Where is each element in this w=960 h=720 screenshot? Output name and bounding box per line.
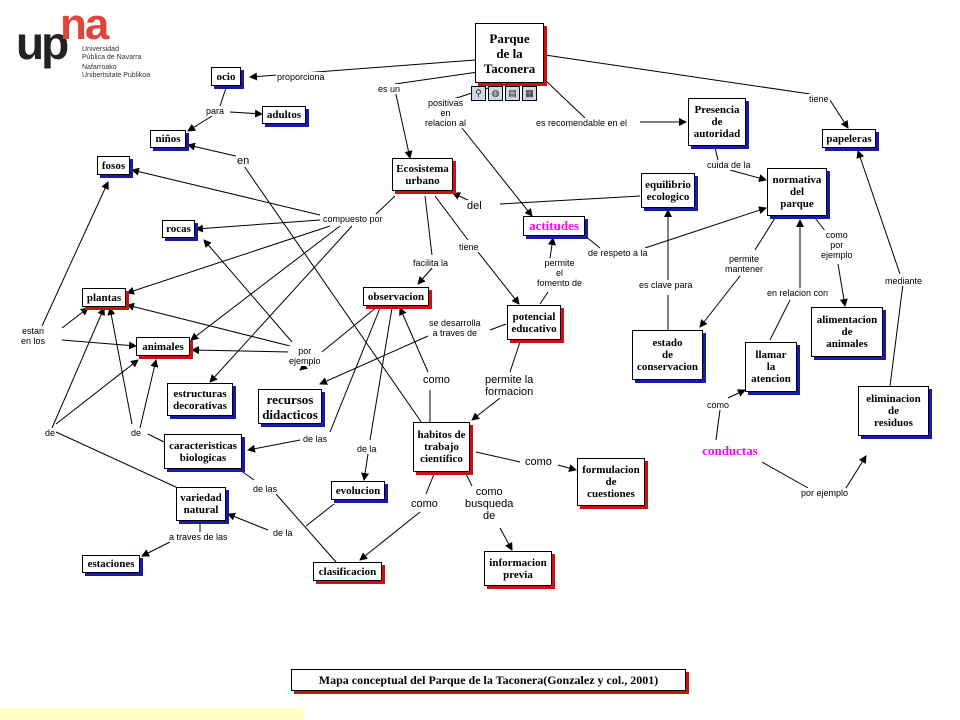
link-para: para: [205, 106, 226, 116]
link-proporciona: proporciona: [276, 72, 326, 82]
node-rocas[interactable]: rocas: [162, 220, 195, 238]
node-evolucion[interactable]: evolucion: [331, 481, 385, 500]
link-por-ejemplo-right: por ejemplo: [800, 488, 850, 498]
node-caracteristicas[interactable]: caracteristicas biologicas: [164, 434, 242, 469]
node-ninos[interactable]: niños: [150, 130, 186, 148]
resource-icons: ⚲ ◍ ▤ ▦: [471, 86, 537, 101]
link-cuida-de-la: cuida de la: [706, 160, 752, 170]
link-mediante: mediante: [884, 276, 924, 286]
node-plantas[interactable]: plantas: [82, 288, 126, 307]
logo-brand-left: up: [16, 17, 69, 69]
node-fosos[interactable]: fosos: [97, 156, 130, 175]
node-recursos[interactable]: recursos didacticos: [258, 389, 322, 424]
link-tiene-top: tiene: [808, 94, 830, 104]
link-de-las-mid: de las: [302, 434, 329, 444]
link-en-relacion: en relacion con: [766, 288, 830, 298]
link-de-respeto: de respeto a la: [587, 248, 649, 258]
node-observacion[interactable]: observacion: [363, 287, 429, 306]
link-estan-en-los: estan en los: [20, 326, 47, 346]
node-estado[interactable]: estado de conservacion: [632, 330, 703, 380]
link-permite-fomento: permite el fomento de: [536, 258, 584, 288]
link-de-la: de la: [356, 444, 378, 454]
link-tiene-mid: tiene: [458, 242, 480, 252]
link-facilita-la: facilita la: [412, 258, 450, 268]
node-variedad[interactable]: variedad natural: [176, 487, 226, 521]
footer-highlight: [0, 708, 304, 720]
node-estructuras[interactable]: estructuras decorativas: [167, 383, 233, 416]
node-habitos[interactable]: habitos de trabajo cientifico: [413, 422, 470, 472]
link-es-recomendable: es recomendable en el: [535, 118, 629, 128]
image-icon[interactable]: ▦: [522, 86, 537, 101]
link-como-obs: como: [422, 374, 451, 386]
web-link-icon[interactable]: ⚲: [471, 86, 486, 101]
node-alimentacion[interactable]: alimentacion de animales: [811, 307, 883, 357]
university-logo: up na Universidad Pública de Navarra Naf…: [16, 0, 166, 86]
node-ocio[interactable]: ocio: [211, 67, 241, 86]
link-es-clave: es clave para: [638, 280, 694, 290]
map-caption: Mapa conceptual del Parque de la Taconer…: [291, 669, 686, 691]
node-conductas[interactable]: conductas: [702, 443, 758, 458]
node-adultos[interactable]: adultos: [262, 106, 306, 124]
node-animales[interactable]: animales: [136, 337, 190, 356]
node-normativa[interactable]: normativa del parque: [767, 168, 827, 216]
link-a-traves-de-las: a traves de las: [168, 532, 229, 542]
link-compuesto-por: compuesto por: [322, 214, 384, 224]
node-estaciones[interactable]: estaciones: [82, 555, 140, 573]
node-ecosistema[interactable]: Ecosistema urbano: [392, 158, 453, 191]
node-parque[interactable]: Parque de la Taconera: [475, 23, 544, 83]
link-se-desarrolla: se desarrolla a traves de: [428, 318, 482, 338]
link-como-conductas: como: [706, 400, 731, 410]
link-de-left1: de: [44, 428, 57, 438]
logo-brand-right: na: [60, 0, 109, 49]
link-de-la-low: de la: [272, 528, 294, 538]
node-papeleras[interactable]: papeleras: [822, 129, 876, 148]
logo-line-2: Pública de Navarra: [82, 54, 142, 61]
node-clasificacion[interactable]: clasificacion: [313, 562, 382, 581]
link-por-ejemplo-left: por ejemplo: [288, 346, 322, 366]
link-como-right: como: [524, 456, 553, 468]
link-como-por-ejemplo: como por ejemplo: [820, 230, 854, 260]
logo-line-4: Unibertsitate Publikoa: [82, 72, 151, 79]
node-formulacion[interactable]: formulacion de cuestiones: [577, 458, 645, 506]
link-del: del: [466, 200, 483, 212]
link-permite-mantener: permite mantener: [724, 254, 765, 274]
node-llamar[interactable]: llamar la atencion: [745, 342, 797, 392]
link-positivas: positivas en relacion al: [424, 98, 468, 128]
node-eliminacion[interactable]: eliminacion de residuos: [858, 386, 929, 436]
document-icon[interactable]: ▤: [505, 86, 520, 101]
node-potencial[interactable]: potencial educativo: [507, 305, 561, 340]
link-permite-formacion: permite la formacion: [484, 374, 535, 398]
link-como-low: como: [410, 498, 439, 510]
globe-icon[interactable]: ◍: [488, 86, 503, 101]
node-equilibrio[interactable]: equilibrio ecologico: [641, 173, 695, 208]
link-de-left2: de: [130, 428, 143, 438]
node-actitudes[interactable]: actitudes: [523, 216, 585, 236]
link-es-un: es un: [377, 84, 402, 94]
link-en: en: [236, 155, 251, 167]
link-como-busqueda: como busqueda de: [464, 486, 515, 522]
logo-line-1: Universidad: [82, 46, 119, 53]
node-presencia[interactable]: Presencia de autoridad: [688, 98, 746, 146]
link-de-las-low: de las: [252, 484, 279, 494]
node-informacion[interactable]: informacion previa: [484, 551, 552, 586]
logo-line-3: Nafarroako: [82, 64, 117, 71]
